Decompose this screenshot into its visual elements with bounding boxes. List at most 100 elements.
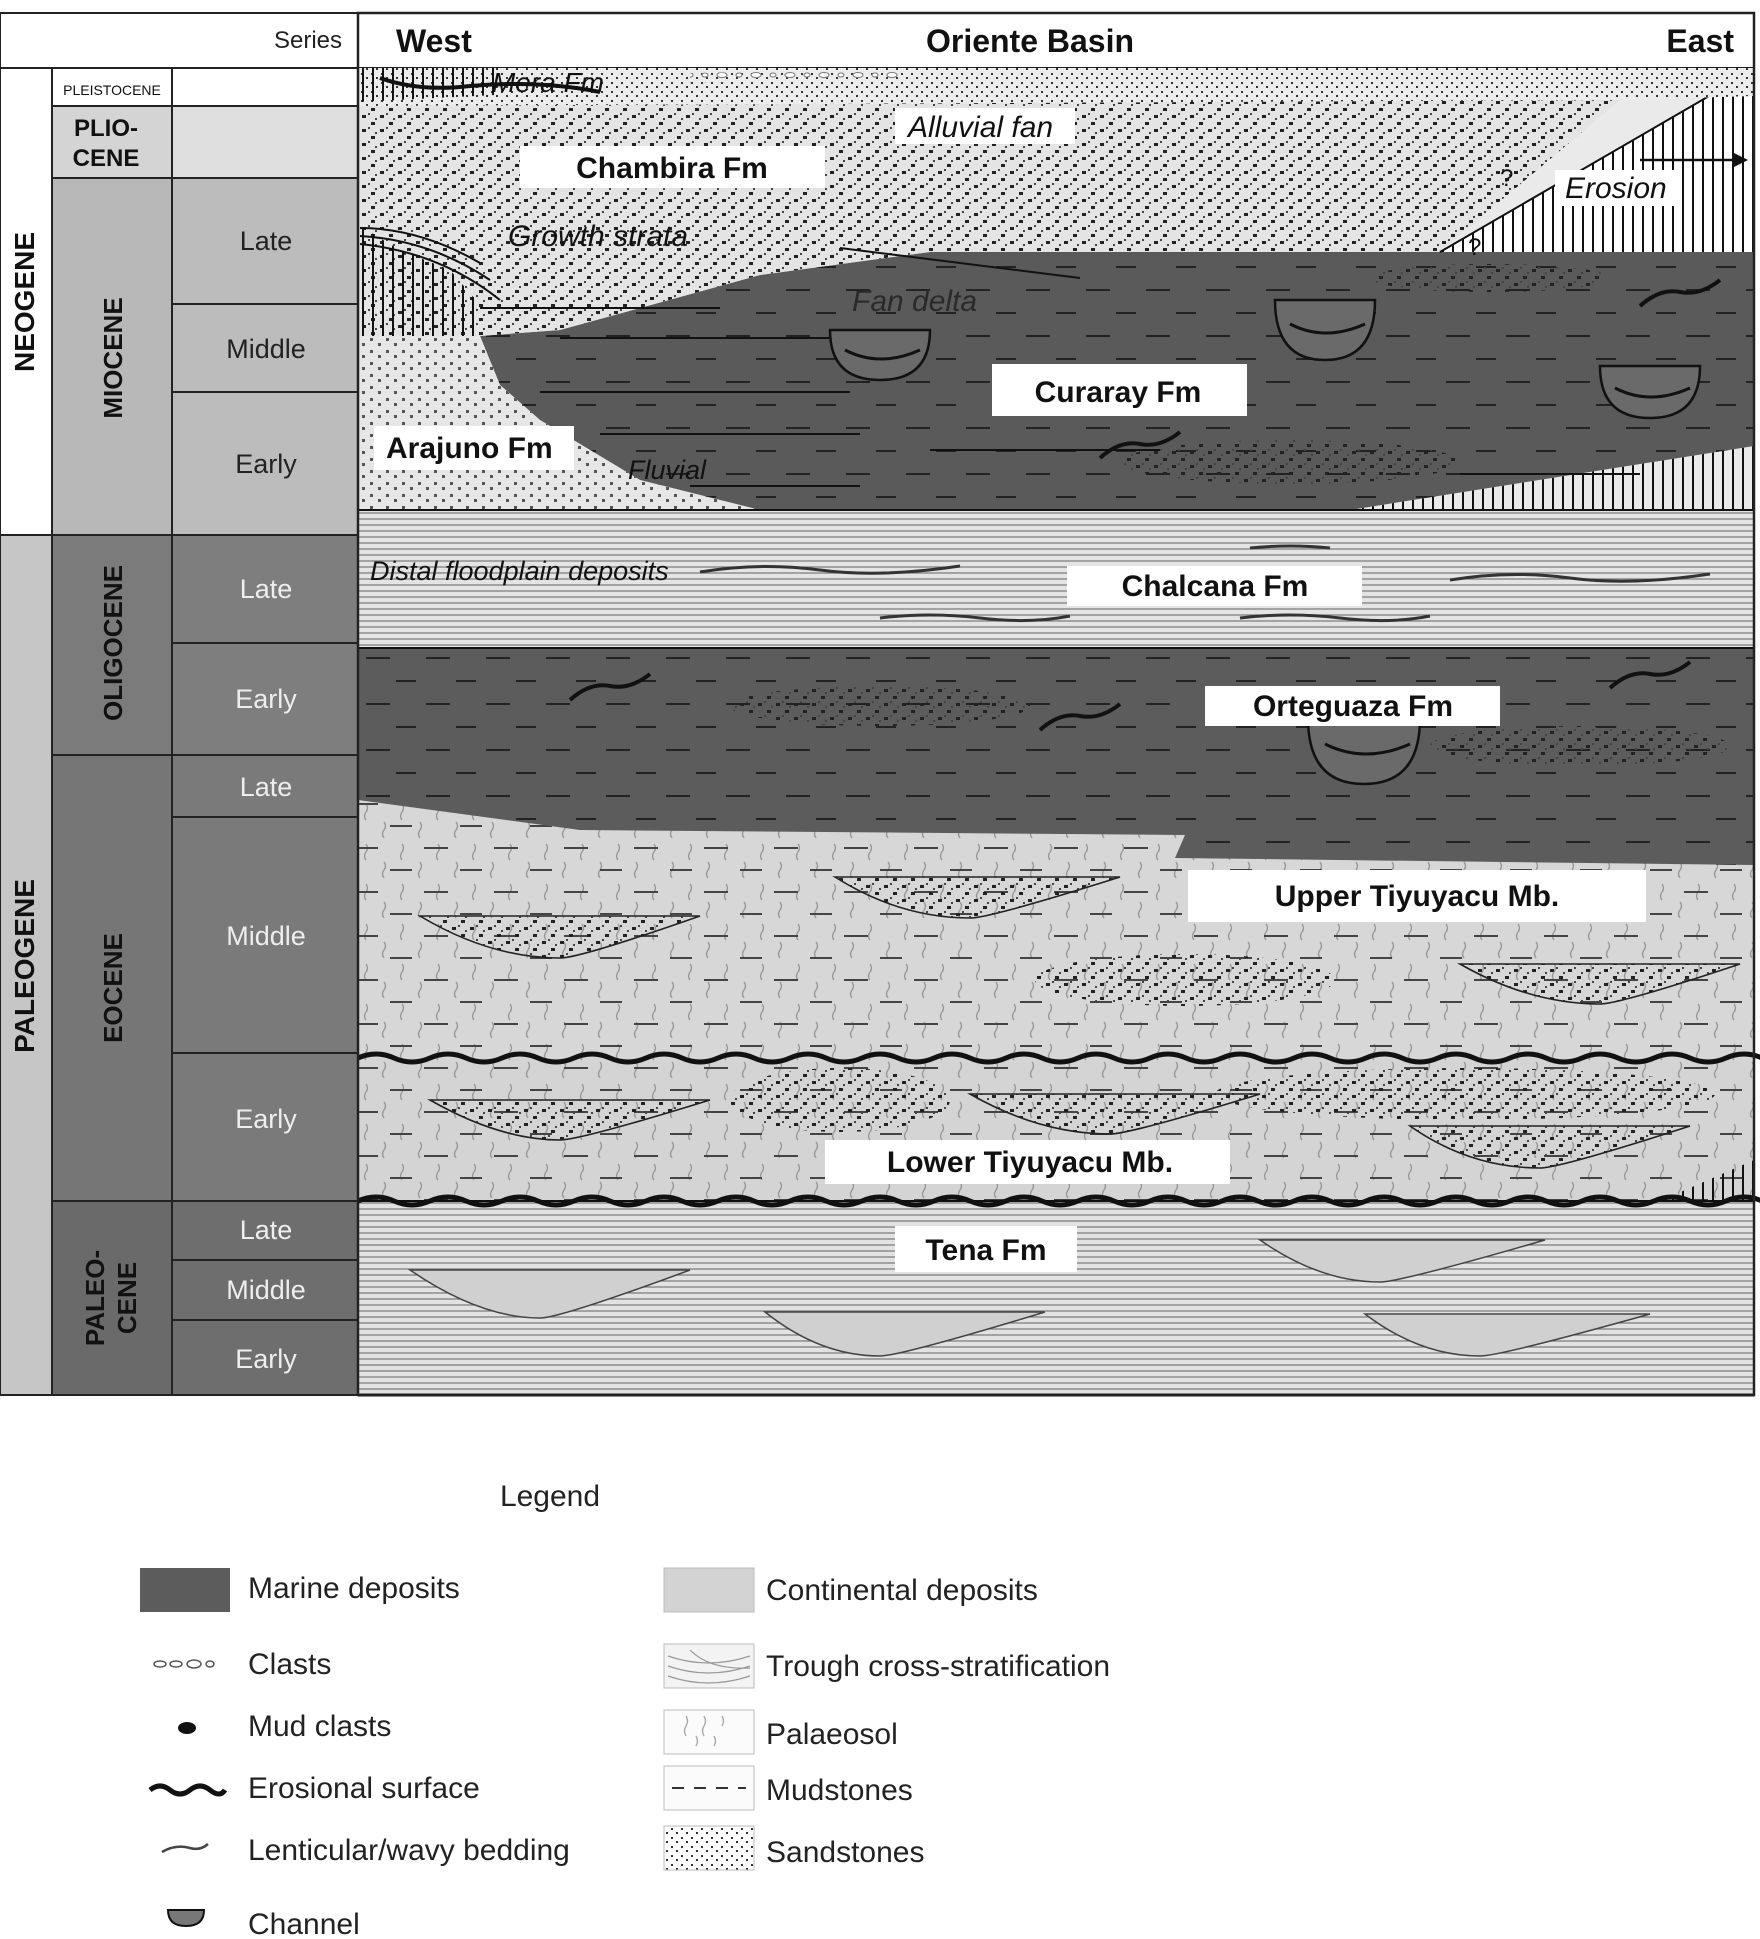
legend-title: Legend — [500, 1480, 600, 1513]
sand-lens-lower-tiyuyacu-west — [730, 1068, 950, 1132]
erosional-surface-eocene-middle — [356, 1051, 1760, 1065]
east-erosion-wedge-lower — [1660, 1160, 1754, 1201]
epoch-oligocene-cell — [51, 534, 173, 756]
chalcana-wavy-bedding — [699, 544, 1711, 623]
erosion-boundary-line — [1439, 69, 1755, 253]
erosional-surface-eocene-base — [356, 1194, 1760, 1208]
epoch-miocene-label: MIOCENE — [98, 297, 128, 418]
channel-4 — [1306, 716, 1422, 786]
stage-eocene-middle: Middle — [226, 921, 306, 951]
legend-label-marine: Marine deposits — [248, 1572, 460, 1605]
curaray-label: Curaray Fm — [1035, 376, 1202, 409]
channel-symbols — [828, 298, 1702, 786]
upper-tiyuyacu-label: Upper Tiyuyacu Mb. — [1275, 880, 1560, 913]
sand-lens-curaray-east — [1370, 264, 1610, 292]
mera-erosional-surface — [379, 76, 601, 94]
epoch-paleocene-label-1: PALEO- — [80, 1250, 110, 1346]
stage-pleistocene-cell — [171, 67, 359, 107]
trough-cross-lenses — [417, 876, 1741, 1169]
lower-tiyuyacu-label-box — [825, 1140, 1230, 1184]
stage-eocene-early: Early — [235, 1104, 297, 1134]
lenticular-bedding-marks — [568, 278, 1722, 732]
sand-lens-curaray-lower — [1120, 440, 1460, 484]
lower-tiyuyacu-label: Lower Tiyuyacu Mb. — [887, 1146, 1173, 1179]
lenticular-bedding-icon — [161, 1843, 209, 1854]
mud-clasts-icon — [178, 1722, 196, 1734]
growth-strata-label: Growth strata — [508, 220, 688, 253]
stage-miocene-late-cell — [171, 177, 359, 305]
marine-swatch — [140, 1568, 230, 1612]
stage-miocene-early-cell — [171, 391, 359, 536]
channel-icon — [166, 1909, 206, 1928]
channel-3 — [1598, 364, 1702, 420]
east-label: East — [1666, 23, 1734, 59]
channel-1 — [828, 328, 932, 382]
epoch-paleocene-label-2: CENE — [112, 1262, 142, 1334]
sandstones-icon — [663, 1825, 755, 1871]
tena-label-box — [895, 1226, 1077, 1272]
stage-oligocene-early: Early — [235, 684, 297, 714]
erosional-surface-icon — [148, 1783, 228, 1797]
continental-swatch — [663, 1567, 755, 1613]
sand-lens-lower-tiyuyacu-east — [1215, 1068, 1715, 1120]
legend-label-palaeosol: Palaeosol — [766, 1718, 898, 1751]
stage-paleocene-early-cell — [171, 1319, 359, 1396]
orteguaza-label: Orteguaza Fm — [1253, 690, 1453, 723]
trough-cross-icon — [663, 1643, 755, 1689]
fan-delta-label: Fan delta — [852, 285, 977, 318]
chalcana-label-box — [1067, 566, 1362, 606]
time-scale-columns: Series NEOGENE PALEOGENE PLEISTOCENE PLI… — [0, 12, 359, 1396]
legend-label-clasts: Clasts — [248, 1648, 331, 1681]
epoch-pliocene-cell — [51, 105, 173, 179]
chalcana-label: Chalcana Fm — [1122, 570, 1309, 603]
unit-boundaries — [358, 509, 1754, 1202]
legend-label-mud-clasts: Mud clasts — [248, 1710, 391, 1743]
chambira-label: Chambira Fm — [576, 152, 768, 185]
stage-oligocene-late-cell — [171, 534, 359, 644]
tena-trough-lenses — [407, 1239, 1651, 1357]
mera-clasts — [689, 69, 901, 83]
period-neogene-cell — [0, 67, 53, 536]
arajuno-label-box — [374, 426, 574, 470]
mera-west-erosion — [358, 68, 495, 102]
epoch-pliocene-label-2: CENE — [73, 145, 140, 172]
clasts-icon — [153, 1659, 215, 1669]
epoch-miocene-cell — [51, 177, 173, 536]
sand-lens-orteguaza-east — [1430, 726, 1730, 766]
fan-delta-fingers — [480, 247, 1640, 487]
stage-paleocene-middle-cell — [171, 1259, 359, 1321]
stage-paleocene-late: Late — [240, 1215, 293, 1245]
erosion-label: Erosion — [1565, 172, 1667, 205]
sandstone-lenses — [730, 264, 1730, 1132]
distal-floodplain-label: Distal floodplain deposits — [370, 556, 669, 586]
stage-eocene-late: Late — [240, 772, 293, 802]
legend-label-continental: Continental deposits — [766, 1574, 1038, 1607]
mera-label: Mera Fm — [492, 67, 604, 98]
legend-label-trough: Trough cross-stratification — [766, 1650, 1110, 1683]
question-mark-2: ? — [1468, 234, 1481, 261]
question-mark-1: ? — [1500, 165, 1513, 192]
epoch-oligocene-label: OLIGOCENE — [98, 565, 128, 721]
growth-strata-lines — [359, 227, 501, 301]
upper-tiyuyacu-label-box — [1188, 870, 1646, 922]
stage-eocene-early-cell — [171, 1052, 359, 1202]
legend-label-channel: Channel — [248, 1908, 360, 1939]
epoch-eocene-label: EOCENE — [98, 933, 128, 1043]
stage-miocene-early: Early — [235, 449, 297, 479]
alluvial-fan-label: Alluvial fan — [906, 111, 1053, 144]
legend-label-sandstones: Sandstones — [766, 1836, 924, 1869]
chambira-label-box — [520, 146, 825, 188]
sand-lens-upper-tiyuyacu — [1035, 954, 1335, 1006]
channel-inner-lines — [844, 322, 1691, 756]
sand-lens-orteguaza-west — [730, 686, 1030, 726]
basin-title: Oriente Basin — [926, 23, 1134, 59]
legend-label-erosional-surface: Erosional surface — [248, 1772, 480, 1805]
legend: Legend Marine deposits Clasts Mud clasts… — [140, 1480, 1110, 1939]
erosion-label-box — [1555, 170, 1680, 206]
epoch-pliocene-label-1: PLIO- — [74, 115, 138, 142]
stage-pliocene-cell — [171, 105, 359, 179]
section-labels: Mera Fm Alluvial fan Chambira Fm Erosion… — [370, 67, 1680, 1272]
west-erosion-wedge — [358, 225, 480, 336]
chalcana-hatch — [358, 510, 1754, 648]
series-label: Series — [274, 27, 342, 54]
